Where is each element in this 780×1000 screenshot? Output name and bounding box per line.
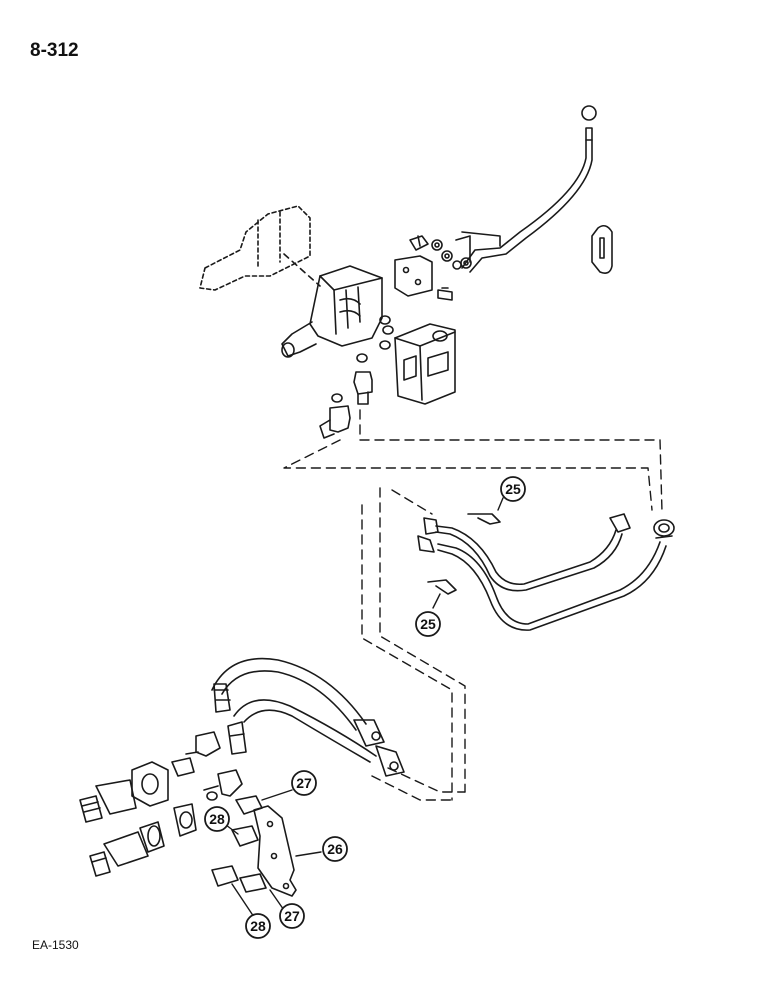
callout-26: 26 (322, 836, 348, 862)
callout-28-a-label: 28 (209, 811, 225, 827)
leader-lines (283, 409, 663, 801)
callout-25-b-label: 25 (420, 616, 436, 632)
callout-leaders (221, 497, 504, 921)
mounting-plate (253, 805, 297, 897)
callout-27-a-label: 27 (296, 775, 312, 791)
callout-25-b: 25 (415, 611, 441, 637)
valve-centerline (283, 253, 321, 287)
control-lever (455, 105, 597, 273)
valve-fittings (319, 371, 373, 439)
valve-phantom (199, 205, 311, 291)
valve-outlet-section (394, 323, 456, 405)
callout-27-a: 27 (291, 770, 317, 796)
o-rings (331, 315, 394, 403)
tube-clips (427, 513, 501, 595)
hydraulic-hoses (211, 657, 405, 777)
lever-hardware (409, 235, 472, 301)
page-number: 8-312 (30, 40, 79, 61)
callout-26-label: 26 (327, 841, 343, 857)
cable-clip (591, 224, 613, 274)
couplers-and-adapters (79, 731, 243, 877)
callout-28-a: 28 (204, 806, 230, 832)
valve-bracket (394, 255, 433, 297)
figure-code: EA-1530 (32, 938, 79, 952)
callout-25-a-label: 25 (505, 481, 521, 497)
hose-clamps (211, 795, 267, 893)
steel-tubes (417, 513, 675, 631)
callout-28-b: 28 (245, 913, 271, 939)
callout-27-b: 27 (279, 903, 305, 929)
callout-27-b-label: 27 (284, 908, 300, 924)
callout-28-b-label: 28 (250, 918, 266, 934)
control-valve (281, 265, 383, 358)
callout-25-a: 25 (500, 476, 526, 502)
